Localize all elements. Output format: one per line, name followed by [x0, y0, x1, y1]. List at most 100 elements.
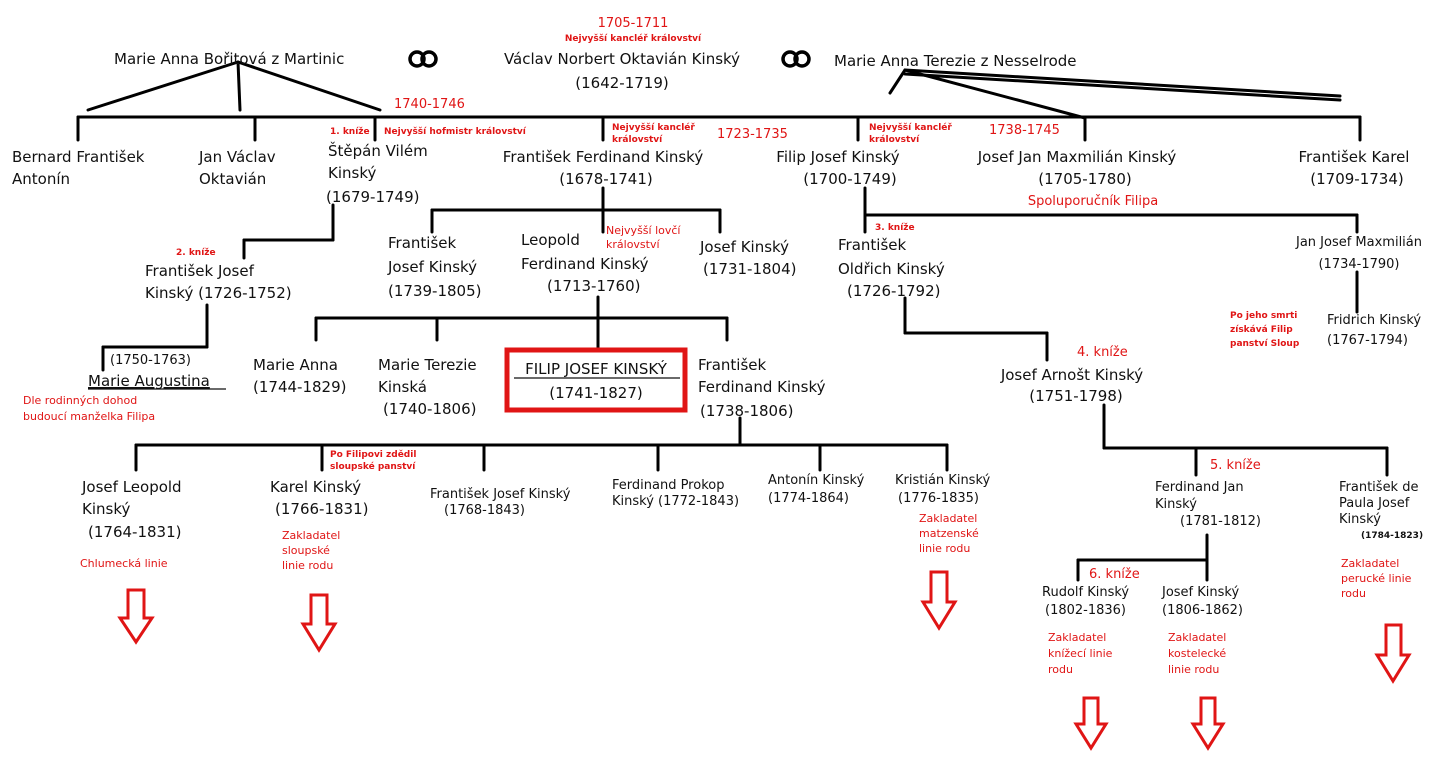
svg-text:Nejvyšší lovčí: Nejvyšší lovčí — [606, 224, 681, 237]
svg-text:Paula Josef: Paula Josef — [1339, 496, 1410, 511]
svg-text:Ferdinand Jan: Ferdinand Jan — [1155, 480, 1244, 495]
svg-text:sloupské: sloupské — [282, 544, 330, 557]
svg-text:Po Filipovi zdědil: Po Filipovi zdědil — [330, 449, 416, 460]
svg-text:Filip Josef Kinský: Filip Josef Kinský — [776, 148, 899, 166]
office-frantisek-ferdinand: Nejvyšší kancléř království — [612, 122, 695, 145]
svg-text:Josef Kinský: Josef Kinský — [699, 238, 789, 256]
svg-text:(1774-1864): (1774-1864) — [768, 491, 849, 506]
person-ferdinand-prokop: Ferdinand Prokop Kinský (1772-1843) — [612, 478, 739, 509]
person-frantisek-karel: František Karel (1709-1734) — [1299, 148, 1410, 188]
office-filip-josef-1700: Nejvyšší kancléř království — [869, 122, 952, 145]
svg-text:Josef Jan Maxmilián Kinský: Josef Jan Maxmilián Kinský — [977, 148, 1177, 166]
note-jan-josef: Po jeho smrti získává Filip panství Slou… — [1230, 311, 1300, 349]
marriage-rings-icon — [408, 50, 438, 68]
person-jan-vaclav: Jan Václav Oktavián — [198, 148, 276, 188]
svg-text:(1713-1760): (1713-1760) — [547, 277, 640, 295]
person-marie-anna-terezie: Marie Anna Terezie z Nesselrode — [834, 52, 1077, 70]
person-bernard-frantisek: Bernard František Antonín — [12, 148, 145, 188]
svg-text:Zakladatel: Zakladatel — [919, 512, 977, 525]
person-vaclav-norbert-years: (1642-1719) — [575, 74, 668, 92]
svg-text:(1806-1862): (1806-1862) — [1162, 603, 1243, 618]
svg-text:Josef Arnošt Kinský: Josef Arnošt Kinský — [1000, 366, 1143, 384]
svg-text:Jan Václav: Jan Václav — [198, 148, 276, 166]
svg-text:Oldřich Kinský: Oldřich Kinský — [838, 260, 945, 278]
title-5-knize: 5. kníže — [1210, 458, 1261, 473]
svg-text:(1739-1805): (1739-1805) — [388, 282, 481, 300]
title-6-knize: 6. kníže — [1089, 567, 1140, 582]
svg-text:Zakladatel: Zakladatel — [1048, 631, 1106, 644]
svg-text:Zakladatel: Zakladatel — [282, 529, 340, 542]
office-stepan: Nejvyšší hofmistr království — [384, 126, 527, 137]
note-kristian: Zakladatel matzenské linie rodu — [919, 512, 979, 555]
person-josef-arnost: Josef Arnošt Kinský (1751-1798) — [1000, 366, 1143, 405]
svg-text:(1705-1780): (1705-1780) — [1038, 170, 1131, 188]
svg-text:Jan Josef Maxmilián: Jan Josef Maxmilián — [1295, 235, 1422, 250]
svg-text:Kinský: Kinský — [82, 500, 130, 518]
down-arrow-icon — [1073, 696, 1109, 751]
svg-text:linie rodu: linie rodu — [282, 559, 333, 572]
person-marie-augustina: Marie Augustina — [88, 372, 210, 390]
svg-text:Zakladatel: Zakladatel — [1168, 631, 1226, 644]
svg-text:(1726-1792): (1726-1792) — [847, 282, 940, 300]
svg-text:království: království — [612, 135, 663, 145]
title-1-knize: 1. kníže — [330, 127, 370, 137]
svg-text:získává Filip: získává Filip — [1230, 325, 1293, 335]
title-2-knize: 2. kníže — [176, 248, 216, 258]
svg-text:knížecí linie: knížecí linie — [1048, 647, 1113, 660]
person-jan-josef-maxmilian: Jan Josef Maxmilián (1734-1790) — [1295, 235, 1422, 272]
person-filip-josef-kinsky-main: FILIP JOSEF KINSKÝ (1741-1827) — [514, 359, 680, 402]
person-antonin: Antonín Kinský (1774-1864) — [768, 473, 865, 506]
office-years-frantisek-ferdinand: 1723-1735 — [717, 127, 788, 142]
svg-text:Dle rodinných dohod: Dle rodinných dohod — [23, 394, 137, 407]
svg-text:království: království — [869, 135, 920, 145]
svg-text:Oktavián: Oktavián — [199, 170, 266, 188]
marriage-rings-icon — [781, 50, 811, 68]
svg-text:(1738-1806): (1738-1806) — [700, 402, 793, 420]
svg-text:František: František — [838, 236, 906, 254]
person-fridrich: Fridrich Kinský (1767-1794) — [1327, 313, 1421, 348]
person-marie-anna-1744: Marie Anna (1744-1829) — [253, 356, 346, 396]
down-arrow-icon — [300, 593, 338, 653]
svg-text:(1764-1831): (1764-1831) — [88, 523, 181, 541]
svg-text:(1740-1806): (1740-1806) — [383, 400, 476, 418]
person-stepan-vilem: Štěpán Vilém Kinský (1679-1749) — [326, 141, 428, 206]
office-leopold: Nejvyšší lovčí království — [606, 224, 681, 251]
svg-text:Josef Leopold: Josef Leopold — [81, 478, 182, 496]
person-frantisek-ferdinand-1738: František Ferdinand Kinský (1738-1806) — [698, 356, 826, 420]
svg-text:Kinský (1726-1752): Kinský (1726-1752) — [145, 284, 292, 302]
svg-text:František Ferdinand Kinský: František Ferdinand Kinský — [503, 148, 704, 166]
svg-text:Bernard František: Bernard František — [12, 148, 145, 166]
person-marie-anna-boritova: Marie Anna Bořitová z Martinic — [114, 50, 344, 68]
note-chlumecka: Chlumecká linie — [80, 557, 168, 570]
svg-text:(1679-1749): (1679-1749) — [326, 188, 419, 206]
person-josef-kinsky-1806: Josef Kinský (1806-1862) — [1161, 585, 1243, 618]
down-arrow-icon — [920, 570, 958, 631]
svg-text:rodu: rodu — [1048, 663, 1073, 676]
svg-text:Kinský (1772-1843): Kinský (1772-1843) — [612, 494, 739, 509]
svg-text:(1744-1829): (1744-1829) — [253, 378, 346, 396]
svg-text:Josef Kinský: Josef Kinský — [387, 258, 477, 276]
svg-text:(1776-1835): (1776-1835) — [898, 491, 979, 506]
svg-text:Nejvyšší kancléř: Nejvyšší kancléř — [869, 122, 952, 133]
svg-text:Marie Anna: Marie Anna — [253, 356, 338, 374]
person-josef-leopold: Josef Leopold Kinský (1764-1831) — [81, 478, 182, 541]
svg-text:budoucí manželka Filipa: budoucí manželka Filipa — [23, 410, 155, 423]
svg-text:(1731-1804): (1731-1804) — [703, 260, 796, 278]
svg-text:Ferdinand Prokop: Ferdinand Prokop — [612, 478, 724, 493]
root-office: Nejvyšší kancléř království — [565, 33, 702, 44]
svg-text:(1802-1836): (1802-1836) — [1045, 603, 1126, 618]
note-josef-1806: Zakladatel kostelecké linie rodu — [1168, 631, 1226, 676]
note-rudolf: Zakladatel knížecí linie rodu — [1048, 631, 1113, 676]
note-karel-top: Po Filipovi zdědil sloupské panství — [330, 449, 416, 472]
connector-lines — [76, 60, 1389, 582]
svg-text:Leopold: Leopold — [521, 231, 580, 249]
down-arrow-icon — [1374, 623, 1412, 684]
highlight-box-filip — [504, 347, 688, 413]
svg-text:království: království — [606, 238, 660, 251]
office-years-stepan: 1740-1746 — [394, 97, 465, 112]
svg-text:Fridrich Kinský: Fridrich Kinský — [1327, 313, 1421, 328]
svg-text:Kinský: Kinský — [1155, 497, 1197, 512]
svg-text:(1766-1831): (1766-1831) — [275, 500, 368, 518]
svg-text:Štěpán Vilém: Štěpán Vilém — [328, 141, 428, 160]
